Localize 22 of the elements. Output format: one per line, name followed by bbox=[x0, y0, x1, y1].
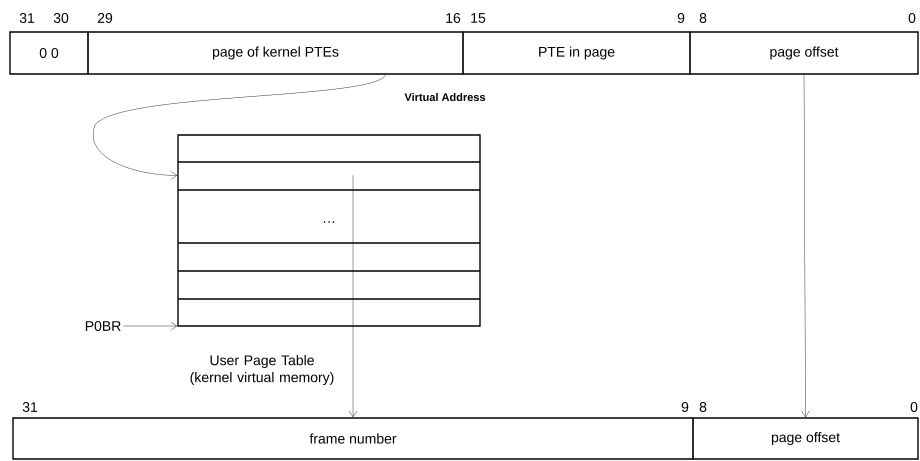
arrow bbox=[92, 74, 386, 180]
arrow bbox=[801, 74, 810, 418]
bit-field-box: page offset bbox=[689, 31, 919, 75]
bit-number: 9 bbox=[682, 402, 688, 412]
bit-number: 8 bbox=[700, 402, 706, 412]
bit-field-box: page of kernel PTEs bbox=[87, 31, 464, 75]
bit-field-box: page offset bbox=[692, 417, 919, 460]
caption: Virtual Address bbox=[404, 92, 486, 102]
bit-number: 16 bbox=[446, 13, 460, 23]
bit-field-box: PTE in page bbox=[462, 31, 691, 75]
arrow bbox=[123, 322, 178, 330]
bit-number: 29 bbox=[98, 13, 112, 23]
bit-field-box: 0 0 bbox=[9, 31, 89, 75]
ellipsis: … bbox=[324, 221, 334, 223]
register-label: P0BR bbox=[86, 321, 121, 331]
bit-number: 30 bbox=[54, 13, 68, 23]
bit-field-box: frame number bbox=[12, 417, 694, 460]
bit-number: 15 bbox=[471, 13, 486, 23]
arrow bbox=[348, 175, 358, 418]
bit-number: 8 bbox=[700, 13, 706, 23]
bit-number: 9 bbox=[678, 13, 684, 23]
table-caption: User Page Table (kernel virtual memory) bbox=[190, 354, 334, 386]
